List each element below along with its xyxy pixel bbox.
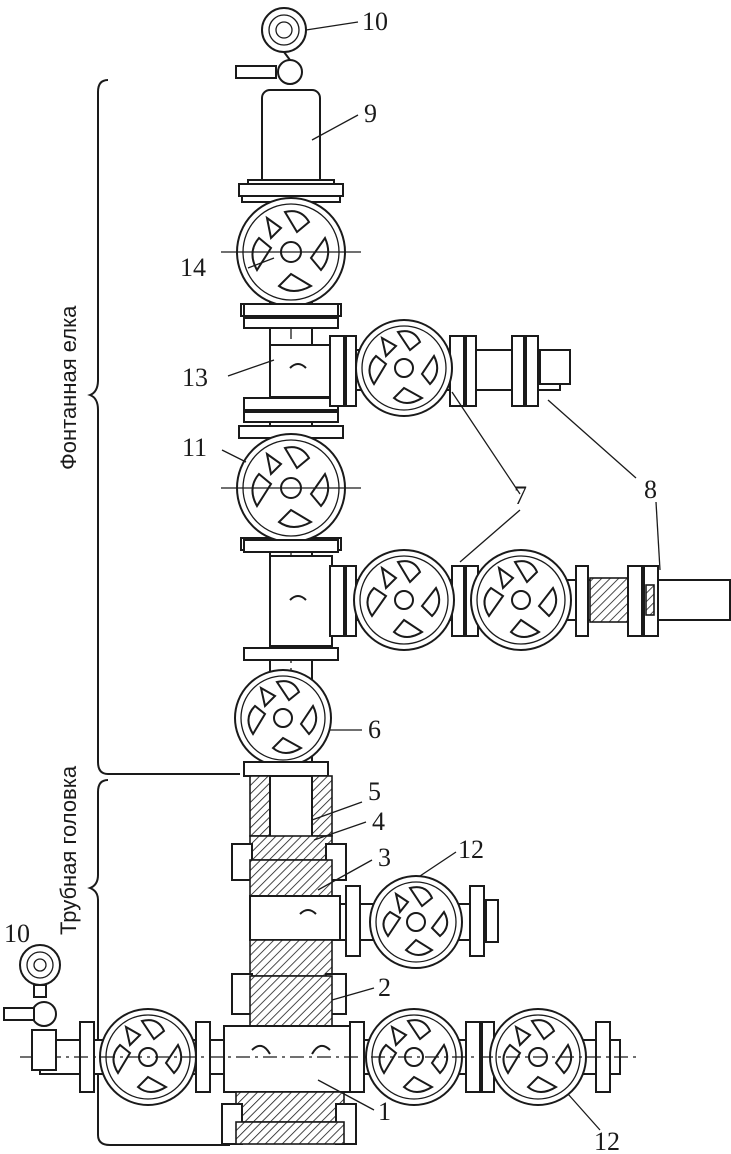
label-10-bottom: 10 bbox=[4, 919, 30, 948]
section-label-tubing-head: Трубная головка bbox=[56, 765, 81, 935]
section-brackets bbox=[87, 79, 240, 1146]
valve-11 bbox=[221, 425, 361, 551]
lower-side-branch bbox=[243, 539, 731, 661]
valve-6 bbox=[234, 669, 332, 767]
label-14: 14 bbox=[180, 253, 206, 282]
tee-13 bbox=[243, 303, 339, 423]
label-5: 5 bbox=[368, 777, 381, 806]
bottom-side-valves bbox=[20, 1008, 640, 1106]
label-4: 4 bbox=[372, 807, 385, 836]
casing-head bbox=[221, 939, 357, 1145]
tubing-head bbox=[231, 761, 499, 969]
label-10-top: 10 bbox=[362, 7, 388, 36]
label-2: 2 bbox=[378, 973, 391, 1002]
label-9: 9 bbox=[364, 99, 377, 128]
label-8: 8 bbox=[644, 475, 657, 504]
label-6: 6 bbox=[368, 715, 381, 744]
label-12-top: 12 bbox=[458, 835, 484, 864]
top-buffer-assembly bbox=[235, 7, 341, 203]
section-label-christmas-tree: Фонтанная елка bbox=[56, 305, 81, 470]
label-7: 7 bbox=[514, 481, 527, 510]
upper-side-branch bbox=[329, 319, 571, 417]
label-1: 1 bbox=[378, 1097, 391, 1126]
bottom-gauge-assembly bbox=[3, 944, 61, 1071]
label-12-bottom: 12 bbox=[594, 1127, 620, 1154]
label-3: 3 bbox=[378, 843, 391, 872]
valve-14 bbox=[221, 183, 361, 317]
label-11: 11 bbox=[182, 433, 207, 462]
label-13: 13 bbox=[182, 363, 208, 392]
leader-lines bbox=[221, 21, 661, 1131]
